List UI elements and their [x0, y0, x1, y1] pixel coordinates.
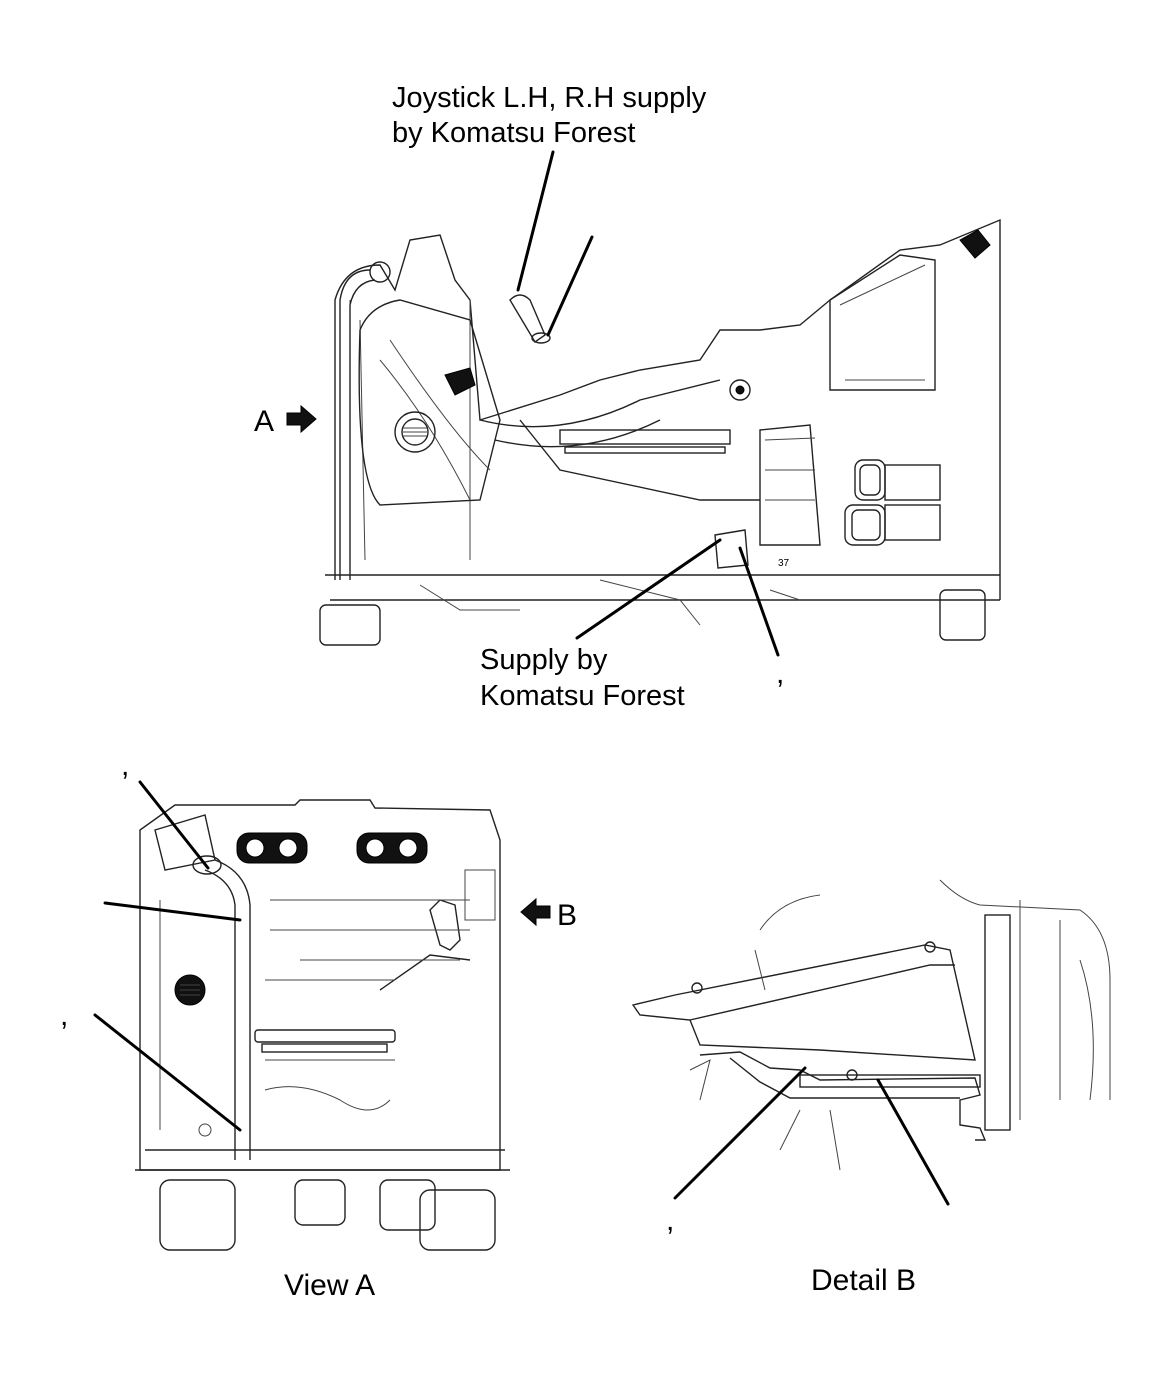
main-side-view: 37: [319, 218, 1001, 646]
supply-callout-line2: Komatsu Forest: [480, 680, 685, 712]
mark-main: ,: [776, 657, 784, 690]
bracket-leader-line: [738, 546, 780, 657]
arrow-b-icon: [520, 897, 551, 927]
svg-text:37: 37: [778, 558, 790, 569]
view-a-leader-middle: [103, 901, 242, 922]
supply-callout-line1: Supply by: [480, 644, 608, 676]
detail-b-leader-left: [673, 1066, 807, 1200]
hose-leader-line: [546, 235, 594, 337]
detail-b-drawing: [631, 879, 1111, 1171]
joystick-leader-line: [516, 150, 555, 292]
arrow-b-label: B: [557, 899, 577, 932]
view-a-caption: View A: [284, 1269, 375, 1302]
mark-view-a-bottom: ,: [60, 999, 68, 1032]
view-a-leader-top: [138, 780, 210, 870]
arrow-a-label: A: [254, 405, 274, 438]
joystick-callout-line2: by Komatsu Forest: [392, 117, 635, 149]
detail-b-leader-right: [876, 1078, 950, 1206]
mark-view-a-top: ,: [121, 749, 129, 782]
arrow-a-icon: [286, 404, 317, 434]
supply-leader-line: [575, 538, 722, 640]
joystick-callout-line1: Joystick L.H, R.H supply: [392, 82, 707, 114]
view-a-drawing: [135, 799, 510, 1251]
mark-detail-b: ,: [666, 1204, 674, 1237]
view-a-leader-bottom: [93, 1013, 242, 1132]
detail-b-caption: Detail B: [811, 1264, 916, 1297]
